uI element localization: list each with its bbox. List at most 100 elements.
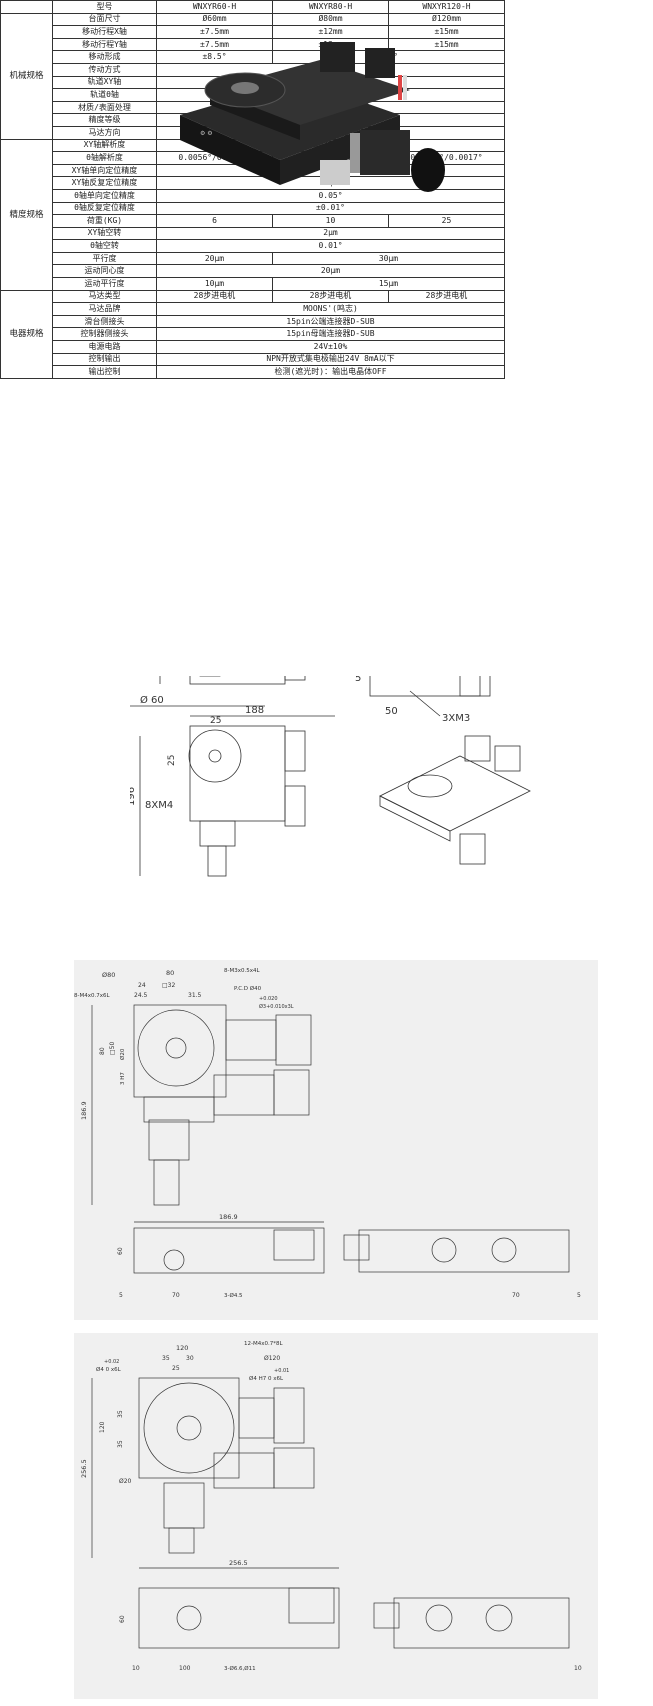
spec-value: NPN开放式集电极输出24V 8mA以下	[156, 352, 505, 367]
spec-value: 20μm	[156, 251, 273, 266]
spec-row-label: 荷重(KG)	[52, 214, 157, 228]
dim-m3: 8-M3x0.5x4L	[224, 968, 260, 974]
dim-50v: □50	[109, 1042, 116, 1055]
spec-row-label: 轨道XY轴	[52, 75, 157, 90]
dim-4: Ø4 0 x6L	[96, 1366, 122, 1373]
spec-row-label: 运动同心度	[52, 264, 157, 279]
dim-80v: 80	[99, 1047, 106, 1055]
dim-pcd40: P.C.D Ø40	[234, 985, 262, 992]
dim-1869v: 186.9	[80, 1101, 88, 1120]
dim-tol: +0.020	[259, 996, 278, 1002]
drawing-80: Ø80 80 8-M3x0.5x4L 24 □32 24.5 31.5 8-M4…	[74, 960, 598, 1320]
dim-8xm4: 8XM4	[145, 800, 173, 811]
spec-row-label: θ轴解析度	[52, 151, 157, 165]
spec-row-label: 平行度	[52, 251, 157, 266]
spec-row-label: 马达品牌	[52, 302, 157, 316]
spec-value: 15pin母端连接器D-SUB	[156, 327, 505, 342]
dim-60: 60	[117, 1247, 124, 1255]
dim-24: 24	[138, 982, 146, 989]
dim-10b: 10	[574, 1665, 582, 1672]
dim-30: 30	[186, 1355, 194, 1362]
dim-5b: 5	[577, 1292, 581, 1299]
dim-m4: 8-M4x0.7x6L	[74, 993, 110, 999]
dim-1869h: 186.9	[219, 1213, 238, 1221]
spec-row-label: θ轴空转	[52, 239, 157, 253]
spec-row-label: XY轴解析度	[52, 138, 157, 153]
dim-100: 100	[179, 1665, 191, 1672]
dim-10: 10	[132, 1665, 140, 1672]
dim-2565v: 256.5	[80, 1459, 88, 1478]
dim-315: 31.5	[188, 992, 202, 999]
dim-35v: 35	[117, 1410, 124, 1418]
spec-row-label: 马达方向	[52, 125, 157, 140]
dim-5: 5	[355, 676, 361, 684]
dim-35v2: 35	[117, 1440, 124, 1448]
spec-header-cell: 型号	[52, 0, 157, 14]
spec-row-label: XY轴单向定位精度	[52, 163, 157, 178]
dim-50: 50	[385, 706, 398, 717]
spec-value: 20μm	[156, 264, 505, 279]
spec-row-label: 材质/表面处理	[52, 100, 157, 115]
dim-35: 35	[162, 1355, 170, 1362]
dim-m4: 12-M4x0.7*8L	[244, 1341, 283, 1347]
spec-row-label: 电源电路	[52, 340, 157, 354]
spec-group-label: 机械规格	[0, 12, 53, 140]
spec-group-label: 精度规格	[0, 138, 53, 291]
spec-row-label: 精度等级	[52, 113, 157, 127]
dim-70: 70	[172, 1292, 180, 1299]
spec-value: 28步进电机	[388, 289, 505, 304]
dim-196: 196	[130, 787, 137, 806]
spec-row-label: 控制器侧接头	[52, 327, 157, 342]
dim-245: 24.5	[134, 992, 148, 999]
dim-32: □32	[162, 982, 175, 989]
spec-row-label: 移动形成	[52, 50, 157, 64]
dim-20: Ø20	[119, 1478, 132, 1485]
spec-row-label: XY轴反复定位精度	[52, 176, 157, 190]
dim-611: 3-Ø6.6,Ø11	[224, 1665, 256, 1672]
spec-row-label: 输出控制	[52, 365, 157, 379]
drawing-120: 120 35 30 25 +0.02 Ø4 0 x6L 12-M4x0.7*8L…	[74, 1333, 598, 1699]
spec-value: 15μm	[272, 277, 505, 291]
dim-60: 60	[119, 1615, 126, 1623]
dim-188: 188	[245, 705, 264, 716]
dim-3: Ø3+0.010x3L	[259, 1003, 294, 1010]
spec-row-label: 传动方式	[52, 62, 157, 77]
spec-header-cell: WNXYR120-H	[388, 0, 505, 14]
dim-tol2: +0.01	[274, 1368, 289, 1374]
spec-value: 30μm	[272, 251, 505, 266]
dim-2565h: 256.5	[229, 1559, 248, 1567]
spec-value: 24V±10%	[156, 340, 505, 354]
dim-70b: 70	[512, 1292, 520, 1299]
spec-row-label: 马达类型	[52, 289, 157, 304]
spec-group-label: 电器规格	[0, 289, 53, 379]
dim-80: 80	[166, 969, 174, 977]
dim-120v: 120	[99, 1421, 106, 1433]
dim-120: 120	[176, 1344, 188, 1352]
spec-row-label: 控制输出	[52, 352, 157, 367]
spec-row-label: θ轴单向定位精度	[52, 188, 157, 203]
spec-row: 输出控制检测(遮光时)：输出电晶体OFF	[1, 365, 505, 379]
spec-corner	[0, 0, 53, 14]
spec-row-label: 轨道θ轴	[52, 88, 157, 102]
spec-row-label: 运动平行度	[52, 277, 157, 291]
dim-4tol: +0.02	[104, 1359, 119, 1365]
dim-3xm3: 3XM3	[442, 713, 470, 724]
spec-value: 检测(遮光时)：输出电晶体OFF	[156, 365, 505, 379]
dim-25a: 25	[210, 716, 221, 726]
spec-value: 0.01°	[156, 239, 505, 253]
dim-d60: Ø 60	[140, 694, 164, 706]
dim-34: 3-Ø4.5	[224, 1292, 243, 1299]
spec-value: 28步进电机	[156, 289, 273, 304]
spec-row-label: 滑台侧接头	[52, 314, 157, 329]
